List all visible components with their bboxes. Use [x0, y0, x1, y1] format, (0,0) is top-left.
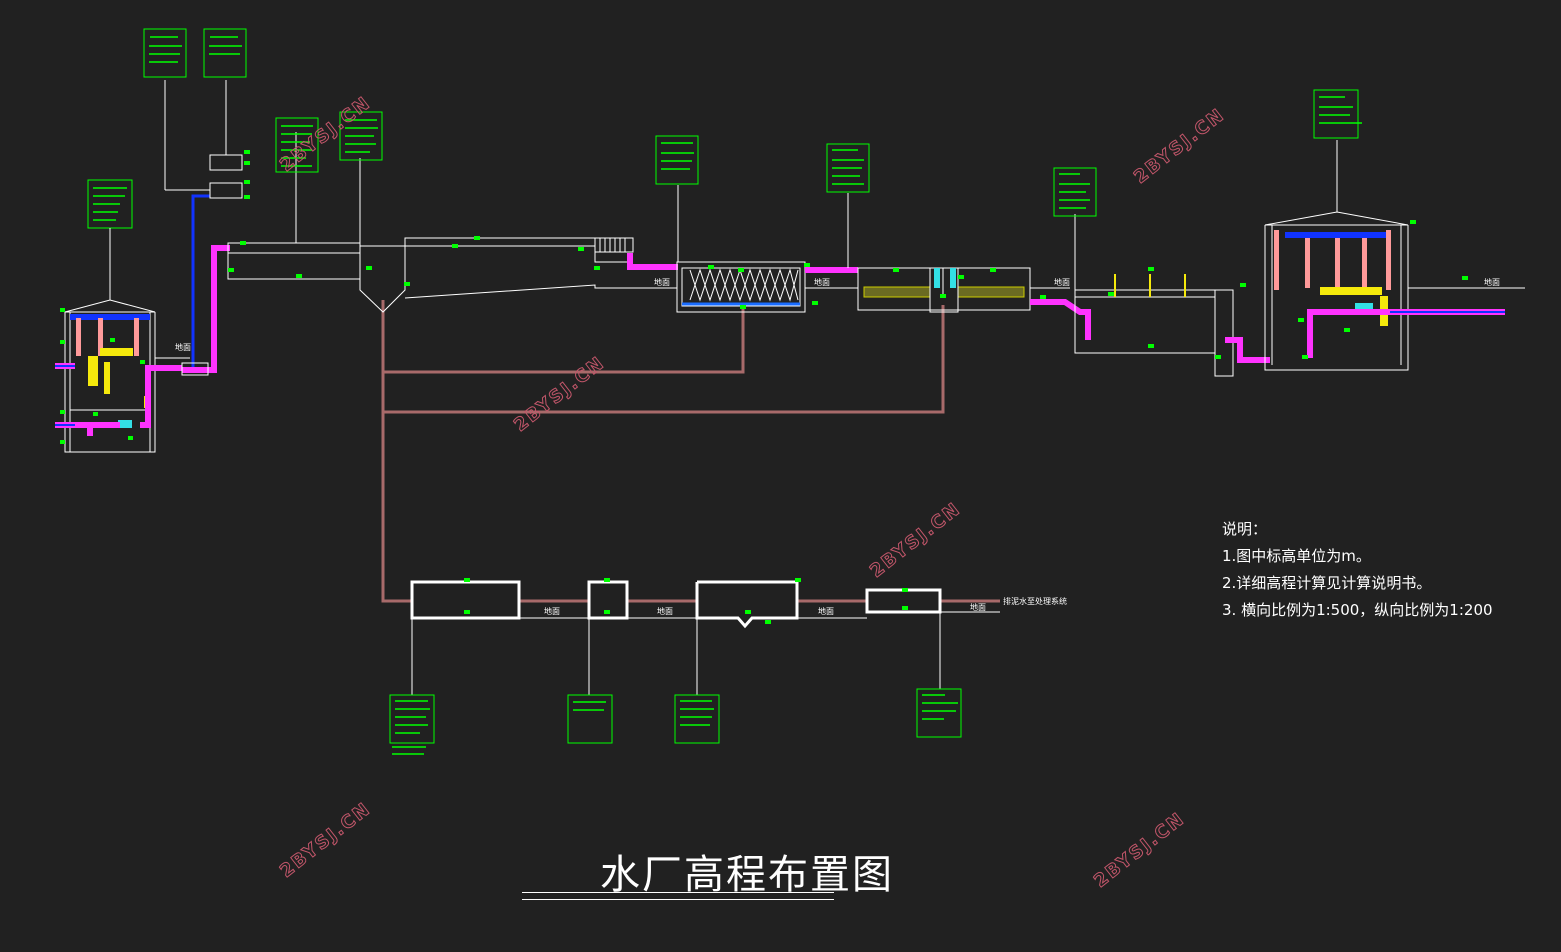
design-notes: 说明： 1.图中标高单位为m。 2.详细高程计算见计算说明书。 3. 横向比例为…: [1222, 516, 1493, 624]
distribution-pump-station: [1264, 140, 1525, 371]
callout-box: [275, 117, 319, 173]
ground-label: 地面: [175, 342, 191, 352]
intake-equipment: [55, 314, 182, 436]
ground-label: 地面: [818, 606, 834, 616]
ground-label: 地面: [1484, 277, 1500, 287]
sludge-outlet-label: 排泥水至处理系统: [1003, 596, 1067, 606]
note-item: 2.详细高程计算见计算说明书。: [1222, 574, 1432, 592]
callout-box: [567, 694, 613, 744]
watermark: 2BYSJ.CN: [1130, 104, 1229, 188]
sludge-pipe-network: [381, 300, 1000, 603]
elevation-markers: [60, 150, 1468, 624]
ground-label: 地面: [657, 606, 673, 616]
filter-tank-2: [805, 193, 1070, 313]
note-item: 3. 横向比例为1:500，纵向比例为1:200: [1222, 601, 1493, 619]
drawing-title: 水厂高程布置图: [600, 852, 894, 898]
callout-box: [339, 111, 383, 161]
callout-box: [143, 28, 187, 78]
note-item: 1.图中标高单位为m。: [1222, 547, 1371, 565]
watermark: 2BYSJ.CN: [510, 352, 609, 436]
callout-box: [389, 694, 435, 744]
ground-label: 地面: [654, 277, 670, 287]
ground-label: 地面: [1054, 277, 1070, 287]
ground-label: 地面: [970, 602, 986, 612]
callout-box: [1313, 89, 1359, 139]
ground-labels: 地面 地面 地面 地面 地面 地面 地面 地面 地面 排泥水至处理系统: [175, 277, 1500, 616]
intake-pump-station: [64, 299, 190, 453]
callout-box: [203, 28, 247, 78]
watermark: 2BYSJ.CN: [866, 498, 965, 582]
watermark: 2BYSJ.CN: [1090, 808, 1189, 892]
title-underline: [522, 892, 834, 893]
callout-box: [916, 688, 962, 738]
callout-boxes: [87, 28, 1359, 744]
filter-tank-1: [627, 185, 806, 313]
callout-box: [655, 135, 699, 185]
clear-water-reservoir: [1030, 214, 1270, 377]
watermark: 2BYSJ.CN: [276, 798, 375, 882]
sludge-treatment-units: [410, 580, 1000, 695]
callout-box: [674, 694, 720, 744]
watermarks: 2BYSJ.CN 2BYSJ.CN 2BYSJ.CN 2BYSJ.CN 2BYS…: [276, 92, 1230, 893]
ground-label: 地面: [544, 606, 560, 616]
callout-text-lines: [93, 36, 1362, 755]
notes-heading: 说明：: [1222, 520, 1268, 538]
callout-box: [826, 143, 870, 193]
ground-label: 地面: [814, 277, 830, 287]
sedimentation-tank: [227, 132, 634, 313]
raw-water-main: [164, 80, 243, 376]
callout-box: [1053, 167, 1097, 217]
title-underline: [522, 899, 834, 900]
